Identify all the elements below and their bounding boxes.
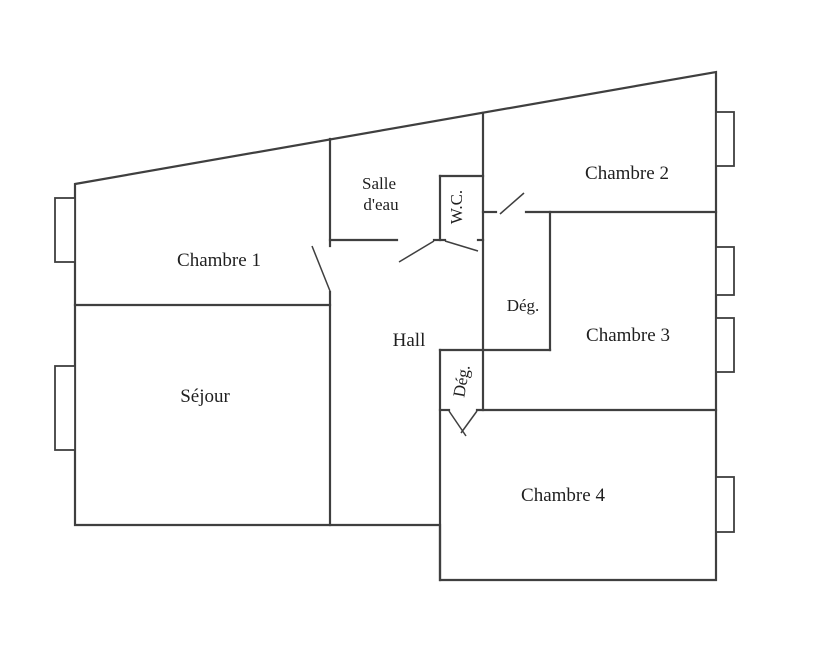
room-label-salledeau-line2: d'eau	[363, 195, 399, 214]
window-chambre1-left	[54, 197, 76, 263]
door-chambre2	[499, 192, 525, 215]
room-label-chambre1: Chambre 1	[177, 250, 261, 271]
door-chambre4-b	[460, 410, 478, 434]
room-label-wc: W.C.	[447, 190, 466, 224]
windows	[54, 111, 735, 533]
window-chambre3-right-upper	[715, 246, 735, 296]
room-labels: Chambre 1 Séjour Salle d'eau W.C. Chambr…	[177, 163, 670, 506]
door-wc	[444, 240, 479, 252]
window-chambre4-right	[715, 476, 735, 533]
room-label-deg2: Dég.	[449, 363, 473, 398]
interior-walls	[73, 111, 718, 582]
window-sejour-left	[54, 365, 76, 451]
room-label-chambre4: Chambre 4	[521, 485, 605, 506]
room-label-chambre2: Chambre 2	[585, 163, 669, 184]
room-label-hall: Hall	[393, 330, 426, 351]
room-label-salledeau-line1: Salle	[362, 174, 396, 193]
door-chambre1	[311, 245, 331, 292]
room-label-sejour: Séjour	[180, 386, 230, 407]
window-chambre3-right-lower	[715, 317, 735, 373]
window-chambre2-right	[715, 111, 735, 167]
room-label-deg1: Dég.	[507, 296, 540, 315]
room-label-chambre3: Chambre 3	[586, 325, 670, 346]
door-chambre4-a	[448, 410, 467, 437]
door-marks	[311, 192, 525, 437]
door-salledeau	[398, 240, 435, 263]
